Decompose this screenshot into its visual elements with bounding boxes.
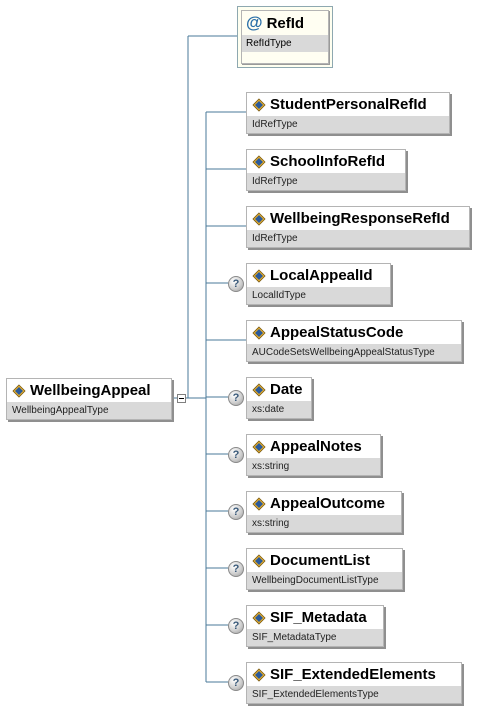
element-name: LocalAppealId xyxy=(270,267,373,284)
element-diamond-icon xyxy=(252,667,266,682)
element-node-appealoutcome[interactable]: AppealOutcome xs:string xyxy=(246,491,402,533)
element-type: IdRefType xyxy=(247,173,405,190)
attribute-type: RefIdType xyxy=(242,35,328,52)
element-diamond-icon xyxy=(252,154,266,169)
element-name: SIF_ExtendedElements xyxy=(270,666,436,683)
element-name: StudentPersonalRefId xyxy=(270,96,427,113)
root-element-node[interactable]: WellbeingAppeal WellbeingAppealType xyxy=(6,378,172,420)
element-name: SchoolInfoRefId xyxy=(270,153,385,170)
optional-question-icon: ? xyxy=(228,276,244,292)
at-sign-icon: @ xyxy=(246,13,263,32)
optional-question-icon: ? xyxy=(228,675,244,691)
optional-question-icon: ? xyxy=(228,618,244,634)
root-element-name: WellbeingAppeal xyxy=(30,382,151,399)
element-name: Date xyxy=(270,381,303,398)
element-type: xs:string xyxy=(247,515,401,532)
attribute-name: RefId xyxy=(266,14,305,32)
element-diamond-icon xyxy=(252,382,266,397)
element-name: AppealOutcome xyxy=(270,495,386,512)
element-diamond-icon xyxy=(252,610,266,625)
element-type: xs:string xyxy=(247,458,380,475)
attribute-node[interactable]: @ RefId RefIdType xyxy=(237,6,333,68)
element-node-appealnotes[interactable]: AppealNotes xs:string xyxy=(246,434,381,476)
element-type: SIF_ExtendedElementsType xyxy=(247,686,461,703)
optional-question-icon: ? xyxy=(228,447,244,463)
optional-question-icon: ? xyxy=(228,561,244,577)
element-diamond-icon xyxy=(252,439,266,454)
element-name: AppealNotes xyxy=(270,438,362,455)
connector-branches xyxy=(206,111,246,683)
element-diamond-icon xyxy=(252,325,266,340)
element-name: WellbeingResponseRefId xyxy=(270,210,450,227)
element-type: SIF_MetadataType xyxy=(247,629,383,646)
element-type: WellbeingDocumentListType xyxy=(247,572,402,589)
element-diamond-icon xyxy=(12,383,26,398)
element-diamond-icon xyxy=(252,496,266,511)
element-type: xs:date xyxy=(247,401,311,418)
optional-question-icon: ? xyxy=(228,504,244,520)
element-node-date[interactable]: Date xs:date xyxy=(246,377,312,419)
optional-question-icon: ? xyxy=(228,390,244,406)
element-name: AppealStatusCode xyxy=(270,324,404,341)
element-type: AUCodeSetsWellbeingAppealStatusType xyxy=(247,344,461,361)
element-type: LocalIdType xyxy=(247,287,390,304)
element-type: IdRefType xyxy=(247,116,449,133)
element-diamond-icon xyxy=(252,211,266,226)
root-element-type: WellbeingAppealType xyxy=(7,402,171,419)
element-name: SIF_Metadata xyxy=(270,609,367,626)
element-diamond-icon xyxy=(252,268,266,283)
element-type: IdRefType xyxy=(247,230,469,247)
collapse-toggle[interactable] xyxy=(177,394,186,403)
element-diamond-icon xyxy=(252,97,266,112)
element-name: DocumentList xyxy=(270,552,371,569)
element-diamond-icon xyxy=(252,553,266,568)
